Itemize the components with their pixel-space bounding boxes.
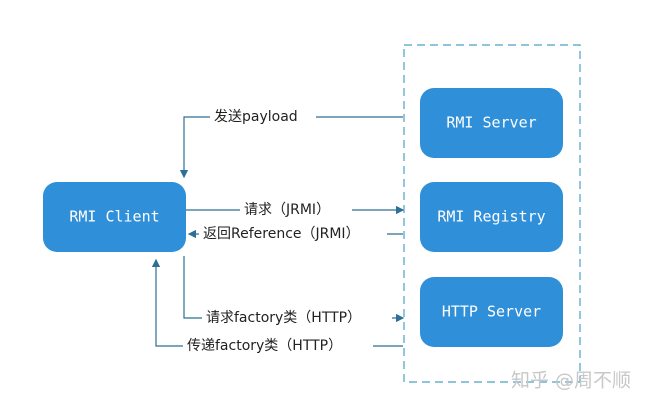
watermark-text: 知乎 @周不顺	[511, 370, 631, 392]
rmi-client-label: RMI Client	[69, 208, 159, 226]
rmi-client-node[interactable]: RMI Client	[43, 182, 186, 252]
deliver-factory-edge: 传递factory类（HTTP）	[151, 258, 403, 356]
deliver-factory-label: 传递factory类（HTTP）	[187, 338, 342, 354]
return-reference-edge: 返回Reference（JRMI）	[187, 224, 403, 244]
send-payload-edge: 发送payload	[179, 107, 403, 179]
request-jrmi-label: 请求（JRMI）	[244, 202, 330, 218]
request-factory-label-bg	[202, 308, 392, 328]
rmi-registry-box	[420, 182, 563, 252]
rmi-server-box	[420, 88, 563, 158]
deliver-factory-arrow	[151, 258, 403, 347]
deliver-factory-label-bg	[183, 336, 373, 356]
send-payload-arrow	[179, 116, 403, 179]
http-server-label: HTTP Server	[442, 303, 541, 321]
request-factory-label: 请求factory类（HTTP）	[206, 310, 361, 326]
return-reference-label: 返回Reference（JRMI）	[203, 226, 360, 242]
rmi-server-label: RMI Server	[446, 114, 536, 132]
request-factory-edge: 请求factory类（HTTP）	[183, 256, 405, 328]
request-jrmi-edge: 请求（JRMI）	[186, 200, 405, 220]
request-jrmi-label-bg	[240, 200, 352, 220]
rmi-server-node[interactable]: RMI Server	[420, 88, 563, 158]
return-reference-label-bg	[199, 224, 387, 244]
http-server-box	[420, 277, 563, 347]
rmi-client-box	[43, 182, 186, 252]
server-side-group-box	[403, 44, 581, 383]
http-server-node[interactable]: HTTP Server	[420, 277, 563, 347]
rmi-registry-label: RMI Registry	[437, 208, 545, 226]
rmi-registry-node[interactable]: RMI Registry	[420, 182, 563, 252]
send-payload-label: 发送payload	[214, 109, 298, 125]
send-payload-label-bg	[210, 107, 316, 127]
